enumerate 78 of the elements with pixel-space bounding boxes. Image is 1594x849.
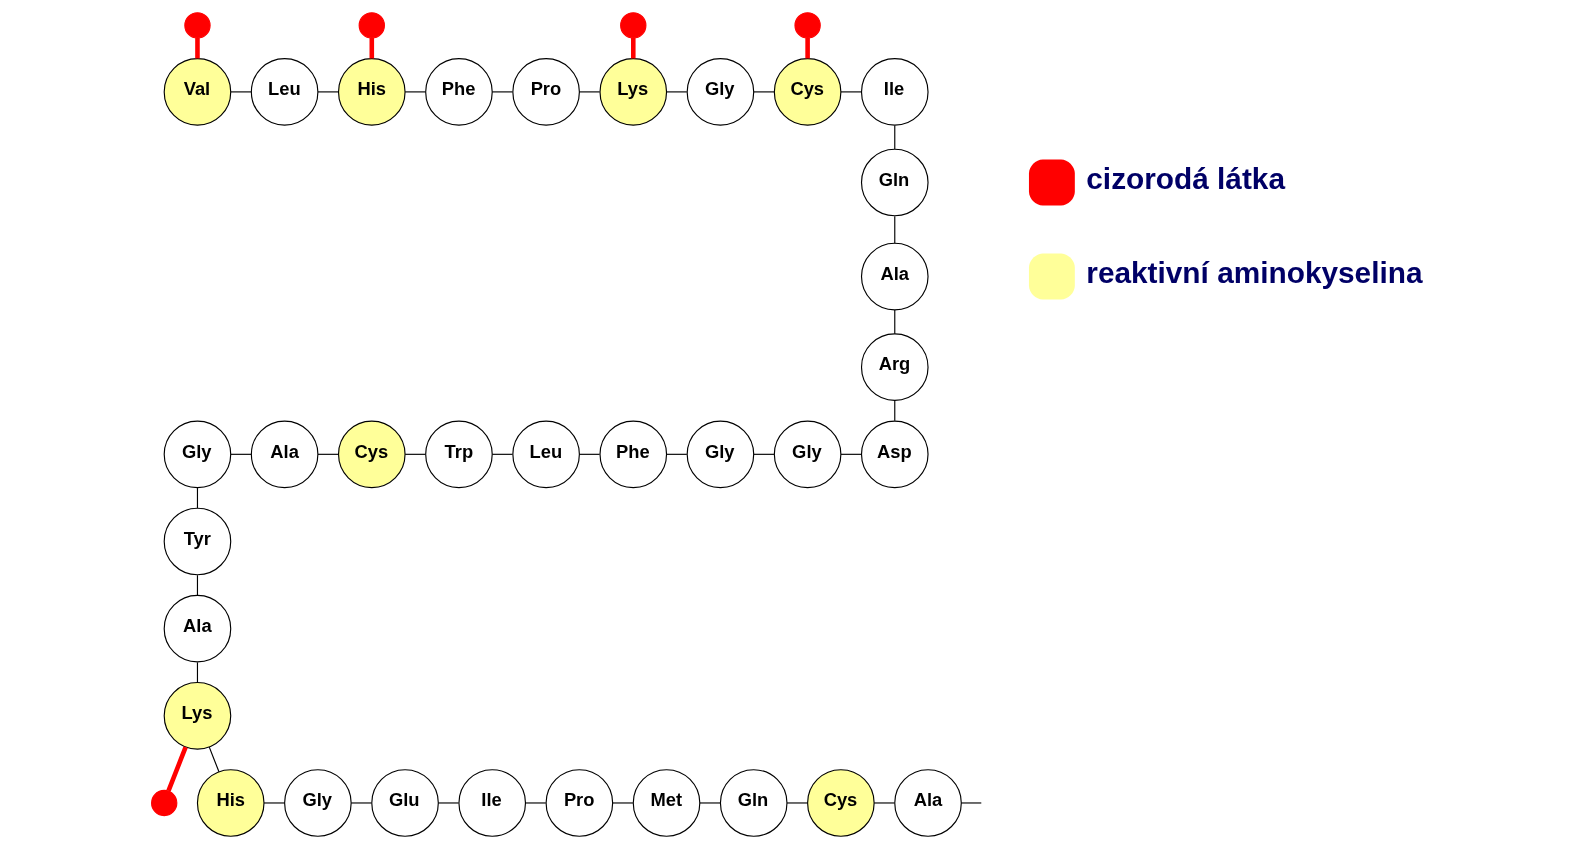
- connector: [666, 453, 688, 455]
- connector: [491, 453, 514, 455]
- legend-label: cizorodá látka: [1086, 161, 1286, 195]
- connector: [437, 802, 460, 804]
- node-circle: Ile: [458, 769, 527, 837]
- node-circle: Glu: [371, 769, 439, 837]
- legend-label: reaktivní aminokyselina: [1086, 255, 1423, 289]
- connector: [894, 309, 896, 335]
- connector: [666, 91, 688, 93]
- connector: [786, 802, 808, 804]
- node-circle: Cys: [773, 58, 842, 126]
- node-circle: His: [337, 58, 406, 126]
- node-circle: Lys: [163, 681, 232, 750]
- connector: [840, 453, 862, 455]
- node-circle: Gly: [773, 420, 842, 489]
- node-circle: Phe: [599, 420, 668, 489]
- connector: [404, 91, 426, 93]
- node-circle: Trp: [425, 420, 493, 489]
- connector: [230, 91, 252, 93]
- node-circle: Ala: [860, 242, 929, 311]
- node-circle: Gly: [163, 420, 232, 489]
- connector: [195, 38, 200, 59]
- connector: [230, 453, 252, 455]
- connector: [196, 574, 199, 596]
- node-circle: Gly: [686, 58, 755, 126]
- connector: [317, 91, 339, 93]
- connector: [196, 487, 199, 509]
- node-circle: [184, 12, 211, 39]
- node-circle: Gly: [284, 769, 352, 837]
- connector: [317, 453, 339, 455]
- node-circle: Leu: [512, 420, 580, 489]
- node-circle: [358, 12, 385, 39]
- connector: [350, 802, 372, 804]
- connector: [873, 802, 895, 804]
- node-circle: Pro: [545, 769, 614, 837]
- node-circle: Phe: [425, 58, 493, 126]
- node-circle: Asp: [860, 420, 929, 489]
- connector: [196, 661, 199, 683]
- node-circle: Pro: [512, 58, 580, 126]
- node-circle: Gly: [686, 420, 755, 489]
- connector: [491, 91, 514, 93]
- node-circle: Cys: [337, 420, 406, 489]
- node-circle: Val: [163, 58, 232, 126]
- connector: [369, 38, 375, 59]
- connector: [894, 400, 896, 422]
- node-circle: His: [196, 769, 265, 837]
- connector: [525, 802, 547, 804]
- connector: [753, 91, 775, 93]
- node-circle: Leu: [250, 58, 319, 126]
- connector: [612, 802, 634, 804]
- node-circle: Ala: [894, 769, 962, 837]
- connector: [404, 453, 426, 455]
- node-circle: Lys: [599, 58, 668, 126]
- connector: [208, 746, 220, 773]
- node-circle: Ala: [163, 594, 232, 663]
- connector: [578, 91, 601, 93]
- connector: [805, 38, 810, 59]
- node-circle: Gln: [719, 769, 788, 837]
- node-circle: [620, 12, 647, 39]
- node-circle: [794, 12, 821, 39]
- node-circle: Ile: [860, 58, 929, 126]
- connector: [263, 802, 285, 804]
- connector: [166, 746, 188, 792]
- node-circle: [151, 789, 178, 817]
- node-circle: Cys: [807, 769, 875, 837]
- connector: [840, 91, 862, 93]
- node-circle: Tyr: [163, 507, 232, 576]
- connector: [631, 38, 636, 59]
- node-circle: Gln: [860, 148, 929, 217]
- connector: [578, 453, 601, 455]
- connector: [753, 453, 775, 455]
- node-circle: Met: [632, 769, 701, 837]
- connector: [699, 802, 721, 804]
- node-circle: Arg: [860, 333, 929, 401]
- connector: [960, 802, 982, 804]
- node-circle: Ala: [250, 420, 319, 489]
- connector: [894, 215, 896, 244]
- connector: [894, 124, 896, 150]
